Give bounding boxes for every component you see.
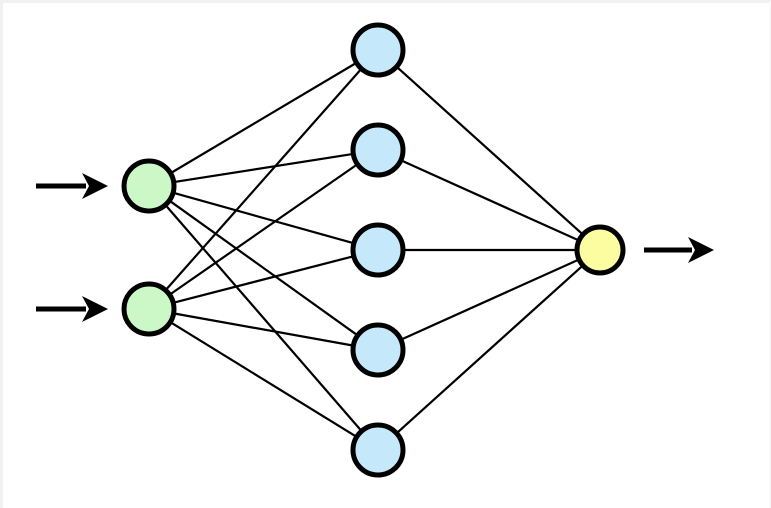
node-i2[interactable] [121, 281, 177, 337]
input-arrow-2-head [82, 296, 108, 322]
io-arrows-group [36, 173, 714, 322]
edge-h1-o1 [394, 64, 586, 237]
edge-i2-h3 [170, 254, 357, 305]
node-h5[interactable] [350, 422, 406, 478]
edge-h4-o1 [398, 257, 582, 342]
input-arrow-1 [36, 173, 108, 199]
edge-i2-h5 [167, 320, 360, 439]
edge-i2-h4 [171, 312, 356, 347]
input-arrow-2 [36, 296, 108, 322]
edge-i2-h1 [163, 66, 364, 293]
node-o1[interactable] [574, 224, 626, 276]
edges-group [163, 60, 586, 439]
hidden-layer [350, 22, 406, 478]
edge-i1-h5 [163, 202, 364, 434]
edge-i1-h2 [171, 152, 356, 184]
output-arrow-1-head [688, 237, 714, 263]
output-arrow-1 [644, 237, 714, 263]
edge-i1-h3 [170, 191, 357, 245]
edge-i1-h4 [167, 198, 360, 338]
output-layer [574, 224, 626, 276]
input-arrow-1-head [82, 173, 108, 199]
edge-h5-o1 [394, 263, 586, 436]
node-h3[interactable] [350, 222, 406, 278]
edge-i2-h2 [167, 162, 360, 297]
input-layer [121, 158, 177, 337]
node-h4[interactable] [350, 322, 406, 378]
node-h2[interactable] [350, 122, 406, 178]
nodes-group [121, 22, 626, 478]
edge-i1-h1 [168, 60, 359, 176]
edge-h2-o1 [398, 158, 582, 243]
node-h1[interactable] [350, 22, 406, 78]
node-i1[interactable] [121, 158, 177, 214]
